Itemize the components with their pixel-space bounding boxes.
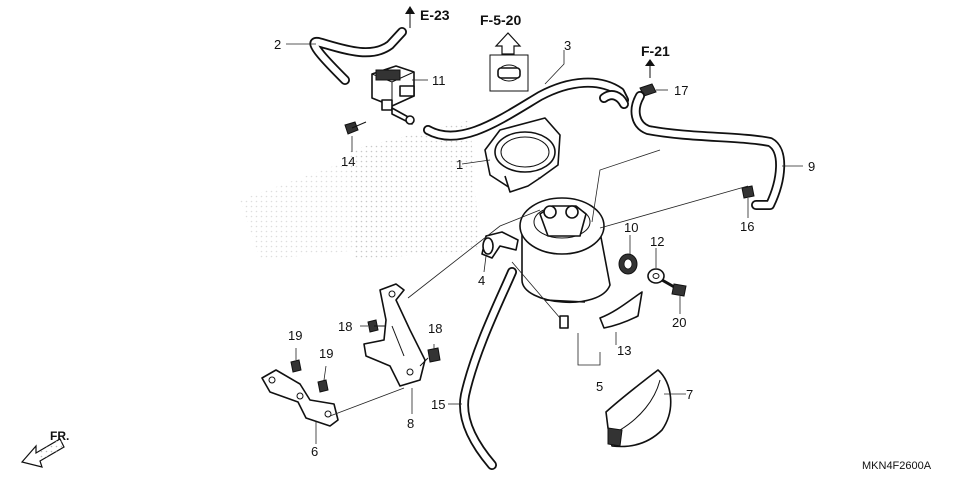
callout-17: 17: [674, 83, 688, 98]
screw-19-left[interactable]: [290, 359, 302, 373]
hose-3[interactable]: [423, 77, 629, 141]
callout-3: 3: [564, 38, 571, 53]
ref-e23-arrow[interactable]: E-23: [405, 6, 450, 28]
clamp-16[interactable]: [741, 185, 755, 199]
hose-3-elbow[interactable]: [599, 90, 629, 109]
front-label: FR.: [50, 429, 69, 443]
callout-5: 5: [596, 379, 603, 394]
ref-f520-arrow[interactable]: F-5-20: [480, 12, 521, 55]
bolt-18-right[interactable]: [419, 347, 441, 367]
callout-8: 8: [407, 416, 414, 431]
canister-mount-ring[interactable]: [484, 117, 561, 193]
callout-10: 10: [624, 220, 638, 235]
evap-canister[interactable]: [519, 197, 611, 329]
callout-6: 6: [311, 444, 318, 459]
bracket-6[interactable]: [261, 369, 339, 427]
bracket-8[interactable]: [363, 283, 426, 387]
callout-19-left: 19: [288, 328, 302, 343]
screw-19-right[interactable]: [317, 379, 329, 393]
leader-lines: [286, 43, 803, 444]
ref-f21-arrow[interactable]: F-21: [641, 43, 670, 78]
diagram-code: MKN4F2600A: [862, 460, 932, 472]
callout-1: 1: [456, 157, 463, 172]
ref-f520-label: F-5-20: [480, 12, 521, 28]
callout-16: 16: [740, 219, 754, 234]
dotted-watermark: [240, 120, 480, 260]
callout-14: 14: [341, 154, 355, 169]
elbow-fitting-4[interactable]: [481, 231, 519, 259]
hose-9[interactable]: [630, 91, 786, 210]
bolt-20[interactable]: [661, 278, 687, 297]
callout-4: 4: [478, 273, 485, 288]
washer-12[interactable]: [647, 268, 665, 284]
callout-9: 9: [808, 159, 815, 174]
callout-18-right: 18: [428, 321, 442, 336]
callout-13: 13: [617, 343, 631, 358]
bolt-18-left[interactable]: [367, 319, 386, 333]
clamp-inset-box: [489, 54, 529, 92]
callout-7: 7: [686, 387, 693, 402]
callout-2: 2: [274, 37, 281, 52]
solenoid-valve[interactable]: [371, 65, 415, 125]
front-direction-indicator: FR.: [20, 429, 69, 468]
callout-20: 20: [672, 315, 686, 330]
callout-18-left: 18: [338, 319, 352, 334]
callout-12: 12: [650, 234, 664, 249]
hose-15[interactable]: [459, 267, 517, 470]
ref-e23-label: E-23: [420, 7, 450, 23]
canister-cover[interactable]: [605, 369, 672, 448]
canister-strap[interactable]: [599, 291, 643, 329]
grommet-10[interactable]: [618, 253, 638, 275]
callout-11: 11: [432, 73, 446, 88]
bolt-14[interactable]: [344, 121, 367, 135]
hose-2[interactable]: [309, 27, 407, 85]
callout-19-right: 19: [319, 346, 333, 361]
ref-f21-label: F-21: [641, 43, 670, 59]
callout-15: 15: [431, 397, 445, 412]
callouts: 2 11 3 1 14 9 17 16 10 12 20 4 13 5 7 8 …: [274, 37, 815, 459]
